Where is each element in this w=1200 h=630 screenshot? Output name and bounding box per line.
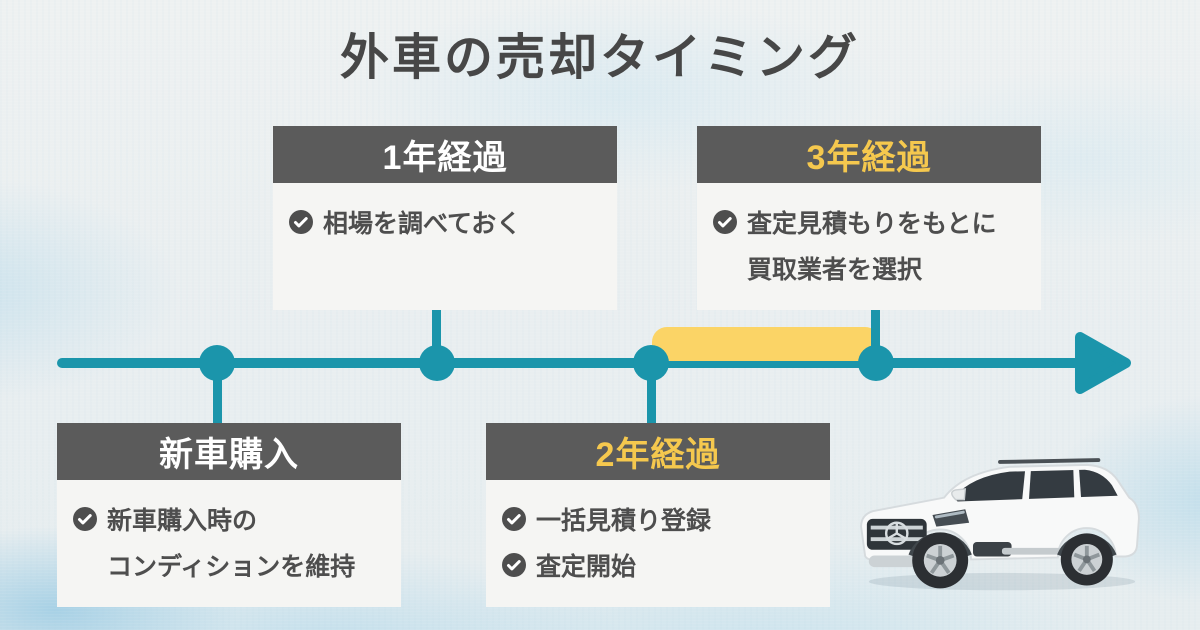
list-item: 新車購入時の — [73, 496, 389, 542]
rear-wheel — [1060, 533, 1113, 586]
timeline-arrowhead-icon — [1075, 332, 1131, 394]
list-item: 買取業者を選択 — [713, 245, 1029, 291]
front-wheel — [912, 532, 969, 589]
check-circle-icon — [502, 507, 526, 531]
milestone-box-3year: 3年経過 査定見積もりをもとに 買取業者を選択 — [697, 126, 1041, 310]
connector-2year — [647, 362, 656, 428]
check-circle-icon — [289, 210, 313, 234]
list-item-text: コンディションを維持 — [107, 553, 356, 581]
page-title: 外車の売却タイミング — [339, 31, 860, 85]
milestone-label: 新車購入 — [57, 423, 401, 480]
list-item: 相場を調べておく — [289, 199, 605, 245]
milestone-label: 3年経過 — [697, 126, 1041, 183]
milestone-body: 新車購入時の コンディションを維持 — [57, 480, 401, 607]
milestone-label: 1年経過 — [273, 126, 617, 183]
check-circle-icon — [502, 553, 526, 577]
connector-1year — [432, 306, 441, 366]
list-item-text: 査定開始 — [536, 553, 637, 581]
timeline-dot-1year — [419, 345, 455, 381]
list-item: 査定開始 — [502, 542, 818, 588]
connector-3year — [871, 306, 880, 366]
milestone-box-1year: 1年経過 相場を調べておく — [273, 126, 617, 310]
milestone-box-purchase: 新車購入 新車購入時の コンディションを維持 — [57, 423, 401, 607]
milestone-body: 一括見積り登録 査定開始 — [486, 480, 830, 607]
milestone-body: 査定見積もりをもとに 買取業者を選択 — [697, 183, 1041, 310]
connector-purchase — [213, 362, 222, 428]
timeline-dot-3year — [858, 345, 894, 381]
timeline-highlight-bar — [652, 327, 880, 361]
timeline-dot-2year — [633, 345, 669, 381]
milestone-box-2year: 2年経過 一括見積り登録 査定開始 — [486, 423, 830, 607]
list-item: 査定見積もりをもとに — [713, 199, 1029, 245]
check-circle-icon — [73, 507, 97, 531]
list-item-text: 新車購入時の — [107, 507, 258, 535]
milestone-label: 2年経過 — [486, 423, 830, 480]
white-suv-car-image — [860, 458, 1140, 591]
timeline-dot-purchase — [199, 345, 235, 381]
list-item-text: 相場を調べておく — [323, 210, 522, 238]
list-item-text: 査定見積もりをもとに — [747, 210, 997, 238]
list-item-text: 一括見積り登録 — [536, 507, 712, 535]
list-item-text: 買取業者を選択 — [747, 256, 923, 284]
timeline-line — [57, 358, 1085, 368]
list-item: コンディションを維持 — [73, 542, 389, 588]
list-item: 一括見積り登録 — [502, 496, 818, 542]
milestone-body: 相場を調べておく — [273, 183, 617, 310]
check-circle-icon — [713, 210, 737, 234]
